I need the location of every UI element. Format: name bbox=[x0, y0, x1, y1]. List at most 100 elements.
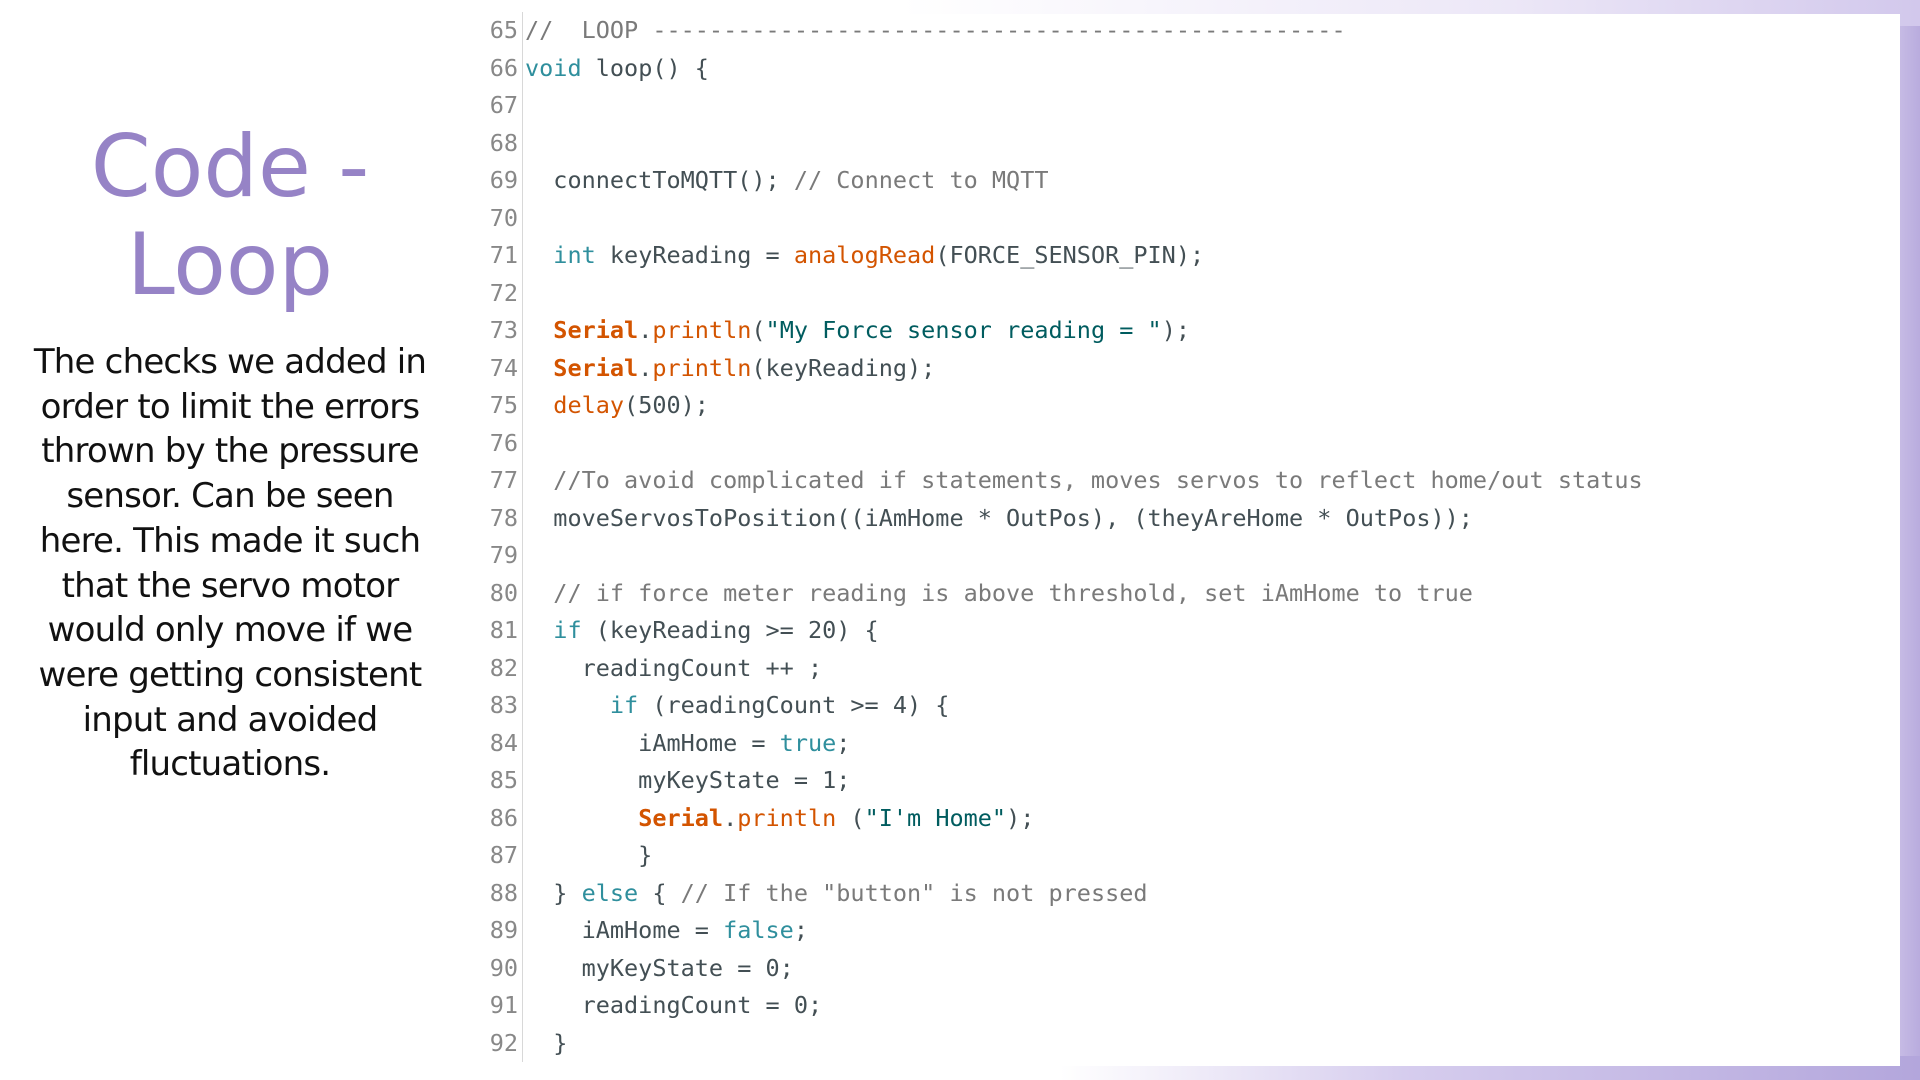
line-number: 91 bbox=[478, 987, 523, 1025]
code-token: loop bbox=[595, 53, 653, 82]
code-text: readingCount ++ ; bbox=[523, 650, 823, 688]
code-token: Serial bbox=[553, 316, 639, 344]
code-token bbox=[525, 616, 553, 644]
line-number: 73 bbox=[478, 312, 523, 350]
code-token: } bbox=[525, 1028, 568, 1057]
code-token: "I'm Home" bbox=[864, 803, 1007, 832]
code-text: iAmHome = false; bbox=[523, 912, 808, 950]
line-number: 84 bbox=[478, 724, 523, 762]
code-token: keyReading = bbox=[595, 241, 794, 269]
code-text: moveServosToPosition((iAmHome * OutPos),… bbox=[523, 500, 1473, 538]
code-line: 92 } bbox=[478, 1024, 1898, 1063]
code-token: ; bbox=[793, 916, 808, 944]
code-token: Serial bbox=[638, 803, 724, 832]
code-text: iAmHome = true; bbox=[523, 725, 850, 763]
line-number: 67 bbox=[478, 87, 523, 125]
code-text bbox=[523, 200, 525, 238]
line-number: 70 bbox=[478, 199, 523, 237]
code-line: 89 iAmHome = false; bbox=[478, 912, 1898, 950]
code-line: 77 //To avoid complicated if statements,… bbox=[478, 462, 1898, 500]
code-text: connectToMQTT(); // Connect to MQTT bbox=[523, 162, 1048, 200]
code-token: { bbox=[638, 878, 681, 907]
code-text: delay(500); bbox=[523, 387, 709, 425]
code-text: readingCount = 0; bbox=[523, 987, 823, 1025]
line-number: 83 bbox=[478, 687, 523, 725]
code-token: ( bbox=[751, 316, 766, 344]
code-line: 65// LOOP ------------------------------… bbox=[478, 12, 1898, 50]
code-text: Serial.println(keyReading); bbox=[523, 350, 935, 388]
line-number: 88 bbox=[478, 874, 523, 912]
line-number: 90 bbox=[478, 949, 523, 987]
code-text: } bbox=[523, 837, 652, 875]
line-number: 65 bbox=[478, 12, 523, 50]
code-token: // if force meter reading is above thres… bbox=[525, 578, 1473, 607]
line-number: 89 bbox=[478, 912, 523, 950]
code-token: readingCount ++ ; bbox=[525, 653, 823, 682]
code-token: true bbox=[779, 728, 837, 757]
line-number: 77 bbox=[478, 462, 523, 500]
code-token: myKeyState = 0; bbox=[525, 953, 794, 982]
code-token: ( bbox=[836, 803, 865, 832]
code-token bbox=[582, 54, 596, 82]
line-number: 71 bbox=[478, 237, 523, 275]
code-token: (500); bbox=[624, 391, 709, 419]
code-token: int bbox=[553, 241, 596, 269]
line-number: 72 bbox=[478, 274, 523, 312]
line-number: 86 bbox=[478, 799, 523, 837]
code-token: . bbox=[723, 803, 738, 832]
code-token: (FORCE_SENSOR_PIN); bbox=[935, 241, 1205, 269]
slide-title-line-2: Loop bbox=[126, 215, 334, 315]
code-token bbox=[525, 391, 553, 419]
line-number: 68 bbox=[478, 124, 523, 162]
code-token: false bbox=[723, 916, 794, 944]
slide-title: Code - Loop bbox=[40, 118, 420, 314]
code-text: } else { // If the "button" is not press… bbox=[523, 875, 1148, 913]
code-token: } bbox=[525, 841, 653, 869]
line-number: 69 bbox=[478, 162, 523, 200]
code-line: 83 if (readingCount >= 4) { bbox=[478, 687, 1898, 725]
line-number: 80 bbox=[478, 574, 523, 612]
code-token: iAmHome = bbox=[525, 728, 780, 757]
code-text: Serial.println ("I'm Home"); bbox=[523, 800, 1034, 838]
code-text: // LOOP --------------------------------… bbox=[523, 12, 1346, 50]
code-line: 90 myKeyState = 0; bbox=[478, 949, 1898, 988]
code-token bbox=[525, 316, 553, 344]
code-token: // LOOP --------------------------------… bbox=[525, 16, 1346, 44]
code-token: ); bbox=[1161, 316, 1190, 344]
code-line: 76 bbox=[478, 424, 1898, 463]
code-token: moveServosToPosition((iAmHome * OutPos),… bbox=[525, 503, 1473, 532]
code-token: //To avoid complicated if statements, mo… bbox=[525, 466, 1643, 494]
code-token: connectToMQTT(); bbox=[525, 166, 794, 194]
code-text: void loop() { bbox=[523, 50, 709, 88]
code-line: 85 myKeyState = 1; bbox=[478, 762, 1898, 800]
line-number: 87 bbox=[478, 837, 523, 875]
code-line: 72 bbox=[478, 274, 1898, 312]
code-token: else bbox=[581, 878, 639, 907]
code-token: if bbox=[609, 691, 639, 719]
line-number: 74 bbox=[478, 349, 523, 387]
code-text bbox=[523, 87, 525, 125]
line-number: 81 bbox=[478, 612, 523, 650]
code-text: } bbox=[523, 1025, 567, 1063]
code-token: . bbox=[638, 353, 653, 382]
code-text bbox=[523, 425, 525, 463]
code-token bbox=[525, 804, 638, 832]
code-line: 79 bbox=[478, 537, 1898, 575]
code-text: myKeyState = 1; bbox=[523, 762, 850, 800]
code-listing: 65// LOOP ------------------------------… bbox=[478, 12, 1898, 1062]
code-line: 86 Serial.println ("I'm Home"); bbox=[478, 799, 1898, 838]
code-text: myKeyState = 0; bbox=[523, 950, 794, 988]
code-token: if bbox=[553, 616, 582, 644]
code-line: 67 bbox=[478, 87, 1898, 125]
code-text bbox=[523, 125, 525, 163]
code-line: 80 // if force meter reading is above th… bbox=[478, 574, 1898, 612]
code-line: 78 moveServosToPosition((iAmHome * OutPo… bbox=[478, 499, 1898, 538]
code-token bbox=[525, 241, 553, 269]
code-token: // If the "button" is not pressed bbox=[680, 878, 1148, 907]
code-line: 87 } bbox=[478, 837, 1898, 875]
code-line: 74 Serial.println(keyReading); bbox=[478, 349, 1898, 388]
slide-description: The checks we added in order to limit th… bbox=[33, 342, 427, 785]
code-line: 88 } else { // If the "button" is not pr… bbox=[478, 874, 1898, 913]
code-token bbox=[525, 691, 610, 719]
code-text: if (readingCount >= 4) { bbox=[523, 687, 950, 725]
